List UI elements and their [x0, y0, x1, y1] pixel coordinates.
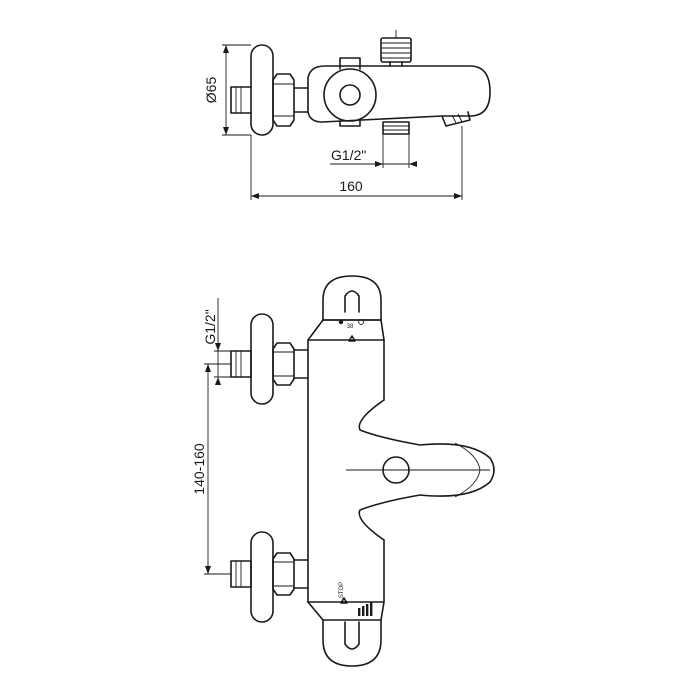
bottom-inlet [382, 121, 410, 135]
diverter-knob-centre [339, 84, 361, 106]
flow-knob-grip [344, 621, 360, 650]
valve-body [307, 65, 491, 123]
lower-wall-flange [250, 531, 274, 623]
flow-knob [322, 619, 382, 667]
front-view: 38 STOP G1/2" 140-160 [191, 275, 495, 667]
temperature-indicator [348, 335, 356, 342]
aerator [441, 111, 471, 127]
wall-flange [250, 44, 274, 136]
top-view: Ø65 G1/2" 160 [203, 30, 491, 200]
upper-wall-flange [250, 313, 274, 405]
diverter-lever [339, 57, 361, 70]
diameter-label: Ø65 [203, 77, 219, 104]
overall-depth-label: 160 [339, 178, 363, 194]
lower-hex-nut [272, 552, 295, 596]
side-thread-label: G1/2" [202, 309, 218, 344]
diverter-knob [323, 68, 377, 122]
flow-indicator [340, 597, 348, 604]
stop-marking: STOP [339, 582, 345, 598]
inlet-thread-label: G1/2" [331, 147, 366, 163]
temperature-knob [322, 275, 382, 321]
upper-hex-nut [272, 342, 295, 386]
temperature-marking: 38 [347, 324, 354, 330]
hex-nut [272, 73, 295, 127]
temperature-knob-grip [344, 290, 360, 313]
spout-cover [358, 399, 495, 541]
diverter-lever-lower [339, 120, 361, 127]
centre-distance-label: 140-160 [191, 443, 207, 495]
neck [293, 87, 309, 113]
